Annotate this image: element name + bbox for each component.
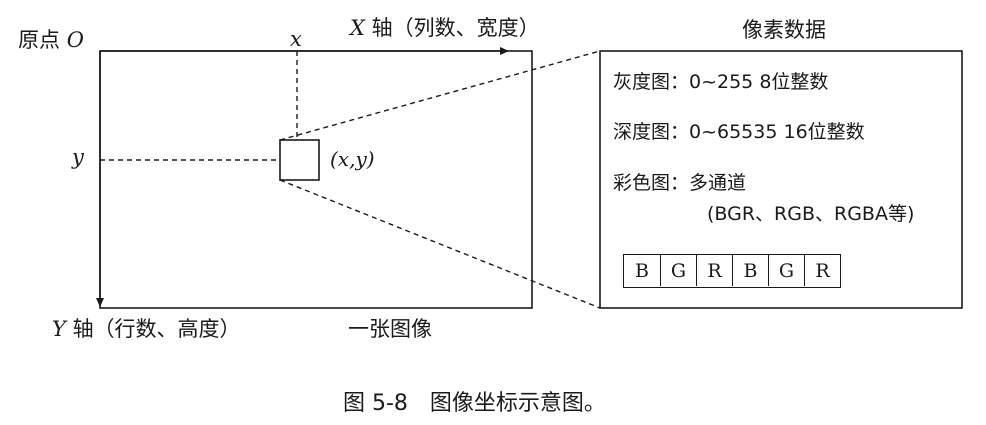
point-label: (x,y): [330, 147, 375, 171]
zoom-line-bottom: [279, 179, 601, 309]
channel-cell: R: [804, 255, 840, 286]
pixel-panel-title: 像素数据: [742, 18, 826, 42]
channel-cell: R: [696, 255, 732, 286]
figure-caption: 图 5-8 图像坐标示意图。: [343, 391, 606, 416]
channel-cell: G: [660, 255, 696, 286]
y-axis-text: 轴（行数、高度）: [72, 317, 241, 341]
gray-line: 灰度图：0~255 8位整数: [613, 71, 829, 93]
zoom-line-top: [279, 50, 601, 141]
color-line-2: (BGR、RGB、RGBA等): [707, 203, 915, 225]
x-coord-label: x: [290, 27, 302, 51]
origin-label: 原点 O: [18, 30, 84, 51]
x-axis-label: X 轴（列数、宽度）: [350, 18, 540, 39]
channel-row: B G R B G R: [623, 254, 841, 288]
x-axis-symbol: X: [350, 16, 365, 40]
origin-symbol: O: [66, 28, 84, 52]
channel-cell: G: [768, 255, 804, 286]
color-line-1: 彩色图：多通道: [613, 172, 747, 194]
channel-cell: B: [635, 259, 649, 282]
pixel-square: [279, 139, 320, 181]
channel-cell: B: [732, 255, 768, 286]
image-caption: 一张图像: [348, 317, 432, 341]
y-axis-label: Y 轴（行数、高度）: [52, 319, 241, 340]
x-axis-text: 轴（列数、宽度）: [371, 16, 540, 40]
y-axis-symbol: Y: [52, 317, 66, 341]
pixel-panel-frame: [599, 50, 963, 309]
y-coord-label: y: [72, 145, 84, 169]
depth-line: 深度图：0~65535 16位整数: [613, 121, 865, 143]
origin-text: 原点: [18, 28, 60, 52]
